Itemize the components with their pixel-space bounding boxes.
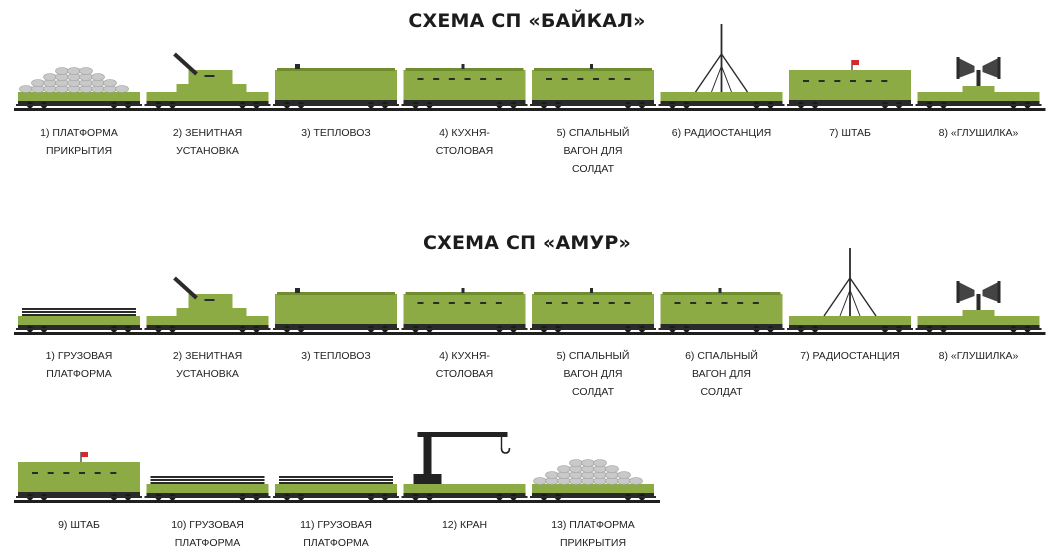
car-jammer: [915, 57, 1042, 109]
car-label-line: ПЛАТФОРМА: [46, 368, 112, 380]
track-line: [14, 108, 1046, 111]
car-jammer: [915, 281, 1042, 333]
car-label: 4) КУХНЯ- СТОЛОВАЯ: [404, 124, 526, 160]
scheme-title-amur: СХЕМА СП «АМУР»: [423, 232, 631, 254]
car-label-line: 6) СПАЛЬНЫЙ: [685, 350, 758, 362]
car-cargo-platform: [273, 476, 399, 501]
car-label-line: ВАГОН ДЛЯ: [691, 368, 751, 380]
car-aa-gun: [144, 52, 271, 109]
car-label: 4) КУХНЯ- СТОЛОВАЯ: [404, 347, 526, 383]
track-line: [14, 332, 1046, 335]
car-label-line: 2) ЗЕНИТНАЯ: [172, 127, 243, 139]
car-label-line: ПРИКРЫТИЯ: [45, 145, 113, 157]
car-label-line: 3) ТЕПЛОВОЗ: [301, 350, 371, 362]
car-label: 5) СПАЛЬНЫЙ ВАГОН ДЛЯ СОЛДАТ: [532, 347, 654, 401]
car-label: 7) ШТАБ: [789, 124, 911, 142]
car-label: 7) РАДИОСТАНЦИЯ: [789, 347, 911, 365]
car-label-line: ВАГОН ДЛЯ: [563, 145, 623, 157]
car-radio: [787, 248, 913, 333]
car-label: 2) ЗЕНИТНАЯ УСТАНОВКА: [147, 347, 269, 383]
car-label-line: СОЛДАТ: [572, 386, 614, 398]
car-label-line: 10) ГРУЗОВАЯ: [171, 519, 244, 531]
car-label: 6) СПАЛЬНЫЙ ВАГОН ДЛЯ СОЛДАТ: [661, 347, 783, 401]
car-wagon: [530, 64, 656, 109]
car-radio: [658, 24, 785, 109]
car-cover-platform: [16, 67, 142, 109]
car-wagon: [530, 288, 656, 333]
car-label: 1) ГРУЗОВАЯ ПЛАТФОРМА: [18, 347, 140, 383]
car-label: 5) СПАЛЬНЫЙ ВАГОН ДЛЯ СОЛДАТ: [532, 124, 654, 178]
car-label: 2) ЗЕНИТНАЯ УСТАНОВКА: [147, 124, 269, 160]
car-locomotive: [273, 288, 399, 333]
car-crane: [401, 432, 528, 501]
car-label-line: 8) «ГЛУШИЛКА»: [938, 350, 1019, 362]
car-label: 8) «ГЛУШИЛКА»: [918, 347, 1040, 365]
car-label-line: 5) СПАЛЬНЫЙ: [556, 350, 630, 362]
car-label-line: ПЛАТФОРМА: [174, 537, 241, 549]
car-label-line: 5) СПАЛЬНЫЙ: [556, 127, 630, 139]
car-wagon: [658, 288, 785, 333]
car-label-line: ПРИКРЫТИЯ: [559, 537, 627, 549]
car-label-line: 3) ТЕПЛОВОЗ: [301, 127, 371, 139]
car-wagon: [401, 64, 528, 109]
car-label-line: УСТАНОВКА: [176, 368, 239, 380]
car-label-line: СОЛДАТ: [700, 386, 743, 398]
track-line: [14, 500, 660, 503]
car-label: 1) ПЛАТФОРМА ПРИКРЫТИЯ: [18, 124, 140, 160]
car-label-line: 11) ГРУЗОВАЯ: [300, 519, 372, 531]
car-hq: [16, 452, 142, 501]
car-label-line: 7) ШТАБ: [829, 127, 871, 139]
car-label-line: УСТАНОВКА: [176, 145, 239, 157]
car-label-line: ВАГОН ДЛЯ: [563, 368, 623, 380]
car-label-line: ПЛАТФОРМА: [303, 537, 369, 549]
car-label: 3) ТЕПЛОВОЗ: [275, 347, 397, 365]
car-label-line: 1) ПЛАТФОРМА: [40, 127, 118, 139]
car-label: 11) ГРУЗОВАЯ ПЛАТФОРМА: [275, 516, 397, 552]
car-label: 8) «ГЛУШИЛКА»: [918, 124, 1040, 142]
car-label-line: СОЛДАТ: [572, 163, 614, 175]
car-cover-platform: [530, 459, 656, 501]
car-cargo-platform: [16, 308, 142, 333]
car-hq: [787, 60, 913, 109]
car-label: 10) ГРУЗОВАЯ ПЛАТФОРМА: [147, 516, 269, 552]
car-label-line: 2) ЗЕНИТНАЯ: [172, 350, 243, 362]
car-label-line: СТОЛОВАЯ: [435, 368, 494, 380]
car-label-line: 9) ШТАБ: [58, 519, 100, 531]
car-label: 12) КРАН: [404, 516, 526, 534]
car-label-line: 4) КУХНЯ-: [439, 127, 490, 139]
scheme-title-baikal: СХЕМА СП «БАЙКАЛ»: [408, 10, 646, 32]
car-label-line: СТОЛОВАЯ: [435, 145, 494, 157]
car-label: 6) РАДИОСТАНЦИЯ: [661, 124, 783, 142]
car-label-line: 13) ПЛАТФОРМА: [551, 519, 635, 531]
car-label-line: 1) ГРУЗОВАЯ: [45, 350, 113, 362]
car-label-line: 12) КРАН: [441, 519, 488, 531]
car-label-line: 6) РАДИОСТАНЦИЯ: [671, 127, 772, 139]
car-cargo-platform: [144, 476, 271, 501]
car-label: 3) ТЕПЛОВОЗ: [275, 124, 397, 142]
car-label: 13) ПЛАТФОРМА ПРИКРЫТИЯ: [532, 516, 654, 552]
car-label-line: 7) РАДИОСТАНЦИЯ: [800, 350, 900, 362]
car-label: 9) ШТАБ: [18, 516, 140, 534]
car-label-line: 4) КУХНЯ-: [439, 350, 490, 362]
car-wagon: [401, 288, 528, 333]
car-aa-gun: [144, 276, 271, 333]
car-locomotive: [273, 64, 399, 109]
car-label-line: 8) «ГЛУШИЛКА»: [938, 127, 1019, 139]
